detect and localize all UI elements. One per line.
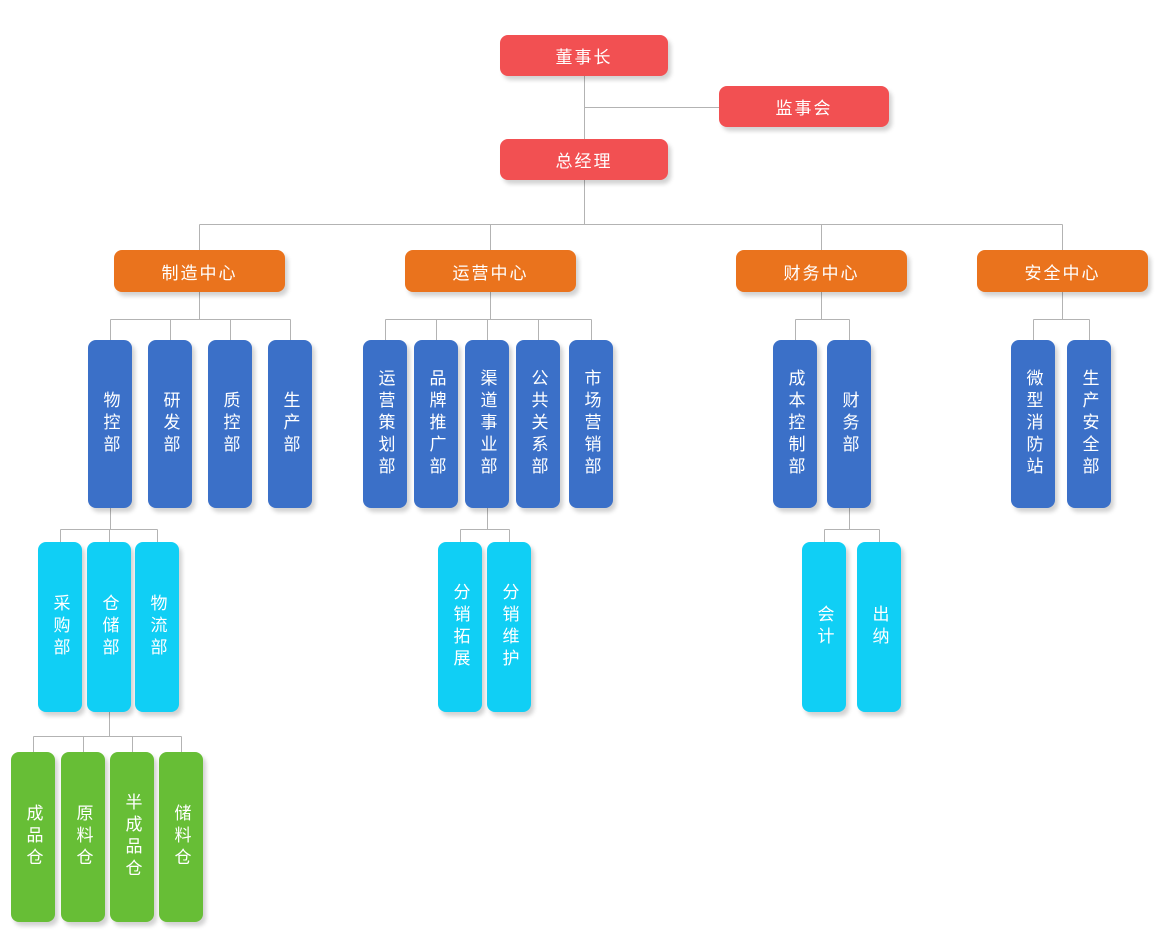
purchasing-dept-box: 采购部 <box>38 542 82 712</box>
supervisory-board-box: 监事会 <box>719 86 889 127</box>
quality-control-dept-box: 质控部 <box>208 340 252 508</box>
production-safety-dept-box: 生产安全部 <box>1067 340 1111 508</box>
finance-center-box: 财务中心 <box>736 250 907 292</box>
operations-center-box: 运营中心 <box>405 250 576 292</box>
material-control-dept-box: 物控部 <box>88 340 132 508</box>
warehousing-dept-box: 仓储部 <box>87 542 131 712</box>
chairman-box: 董事长 <box>500 35 668 76</box>
safety-center-box: 安全中心 <box>977 250 1148 292</box>
marketing-dept-box: 市场营销部 <box>569 340 613 508</box>
semi-finished-warehouse-box: 半成品仓 <box>110 752 154 922</box>
finished-goods-warehouse-box: 成品仓 <box>11 752 55 922</box>
general-manager-box: 总经理 <box>500 139 668 180</box>
cost-control-dept-box: 成本控制部 <box>773 340 817 508</box>
distribution-maintenance-box: 分销维护 <box>487 542 531 712</box>
public-relations-dept-box: 公共关系部 <box>516 340 560 508</box>
logistics-dept-box: 物流部 <box>135 542 179 712</box>
storage-warehouse-box: 储料仓 <box>159 752 203 922</box>
production-dept-box: 生产部 <box>268 340 312 508</box>
brand-promotion-dept-box: 品牌推广部 <box>414 340 458 508</box>
operations-planning-dept-box: 运营策划部 <box>363 340 407 508</box>
rnd-dept-box: 研发部 <box>148 340 192 508</box>
manufacturing-center-box: 制造中心 <box>114 250 285 292</box>
cashier-box: 出纳 <box>857 542 901 712</box>
distribution-expansion-box: 分销拓展 <box>438 542 482 712</box>
accounting-box: 会计 <box>802 542 846 712</box>
raw-material-warehouse-box: 原料仓 <box>61 752 105 922</box>
finance-dept-box: 财务部 <box>827 340 871 508</box>
micro-fire-station-box: 微型消防站 <box>1011 340 1055 508</box>
channel-business-dept-box: 渠道事业部 <box>465 340 509 508</box>
